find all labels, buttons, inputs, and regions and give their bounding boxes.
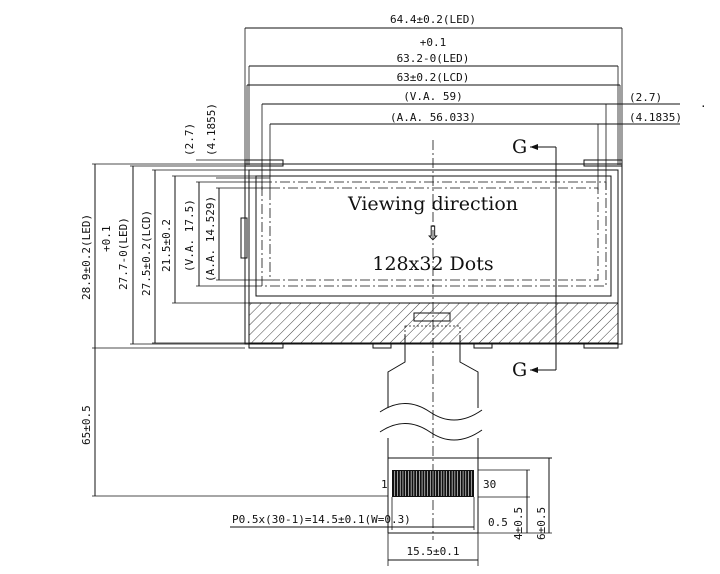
va-height-label: (V.A. 17.5)	[183, 199, 196, 272]
section-mark-bottom: G	[512, 359, 527, 381]
fpc-pin-lines	[394, 471, 472, 496]
lcd-height-label: 27.5±0.2(LCD)	[140, 210, 153, 296]
led-height-tol-label: +0.1	[100, 226, 113, 253]
aa-width-label: (A.A. 56.033)	[390, 111, 476, 124]
fpc-tail: 1 30 4±0.5 6±0.5 0.5 P0.5x(30-1)=14.5±0.…	[230, 335, 552, 566]
led-width-label: 64.4±0.2(LED)	[390, 13, 476, 26]
lcd-width-label: 63±0.2(LCD)	[397, 71, 470, 84]
pin-first-label: 1	[381, 478, 388, 491]
va-width-label: (V.A. 59)	[403, 90, 463, 103]
top-dimensions: 64.4±0.2(LED) +0.1 63.2-0(LED) 63±0.2(LC…	[183, 13, 707, 190]
lead-gap-label: 0.5	[488, 516, 508, 529]
left-offset2-label: (4.1855)	[205, 103, 218, 156]
pitch-label: P0.5x(30-1)=14.5±0.1(W=0.3)	[232, 513, 411, 526]
tab-length-label: 6±0.5	[535, 507, 548, 540]
right-offset2-label: (4.1835)	[629, 111, 682, 124]
hatched-ledge	[248, 302, 619, 344]
led-outline	[244, 163, 623, 345]
lead-length-label: 4±0.5	[512, 507, 525, 540]
lcd-frame-inner	[255, 175, 612, 297]
section-marks: G G	[512, 136, 557, 381]
viewing-direction-text: Viewing direction	[347, 193, 518, 215]
frame-height-label: 21.5±0.2	[160, 219, 173, 272]
led-width2-label: 63.2-0(LED)	[397, 52, 470, 65]
edge-tick: ·	[700, 100, 707, 113]
tail-length-label: 65±0.5	[80, 405, 93, 445]
left-offset1-label: (2.7)	[183, 123, 196, 156]
left-dimensions: 28.9±0.2(LED) +0.1 27.7-0(LED) 27.5±0.2(…	[80, 163, 388, 497]
led-height-label: 28.9±0.2(LED)	[80, 214, 93, 300]
led-tolerance-label: +0.1	[420, 36, 447, 49]
fpc-width-label: 15.5±0.1	[407, 545, 460, 558]
viewing-area	[261, 181, 607, 287]
active-area	[269, 187, 599, 281]
resolution-text: 128x32 Dots	[372, 253, 493, 275]
aa-height-label: (A.A. 14.529)	[204, 196, 217, 282]
right-offset1-label: (2.7)	[629, 91, 662, 104]
pin-last-label: 30	[483, 478, 496, 491]
led-height2-label: 27.7-0(LED)	[117, 217, 130, 290]
lcd-module: Viewing direction ⇩ 128x32 Dots	[240, 159, 623, 349]
section-mark-top: G	[512, 136, 527, 158]
